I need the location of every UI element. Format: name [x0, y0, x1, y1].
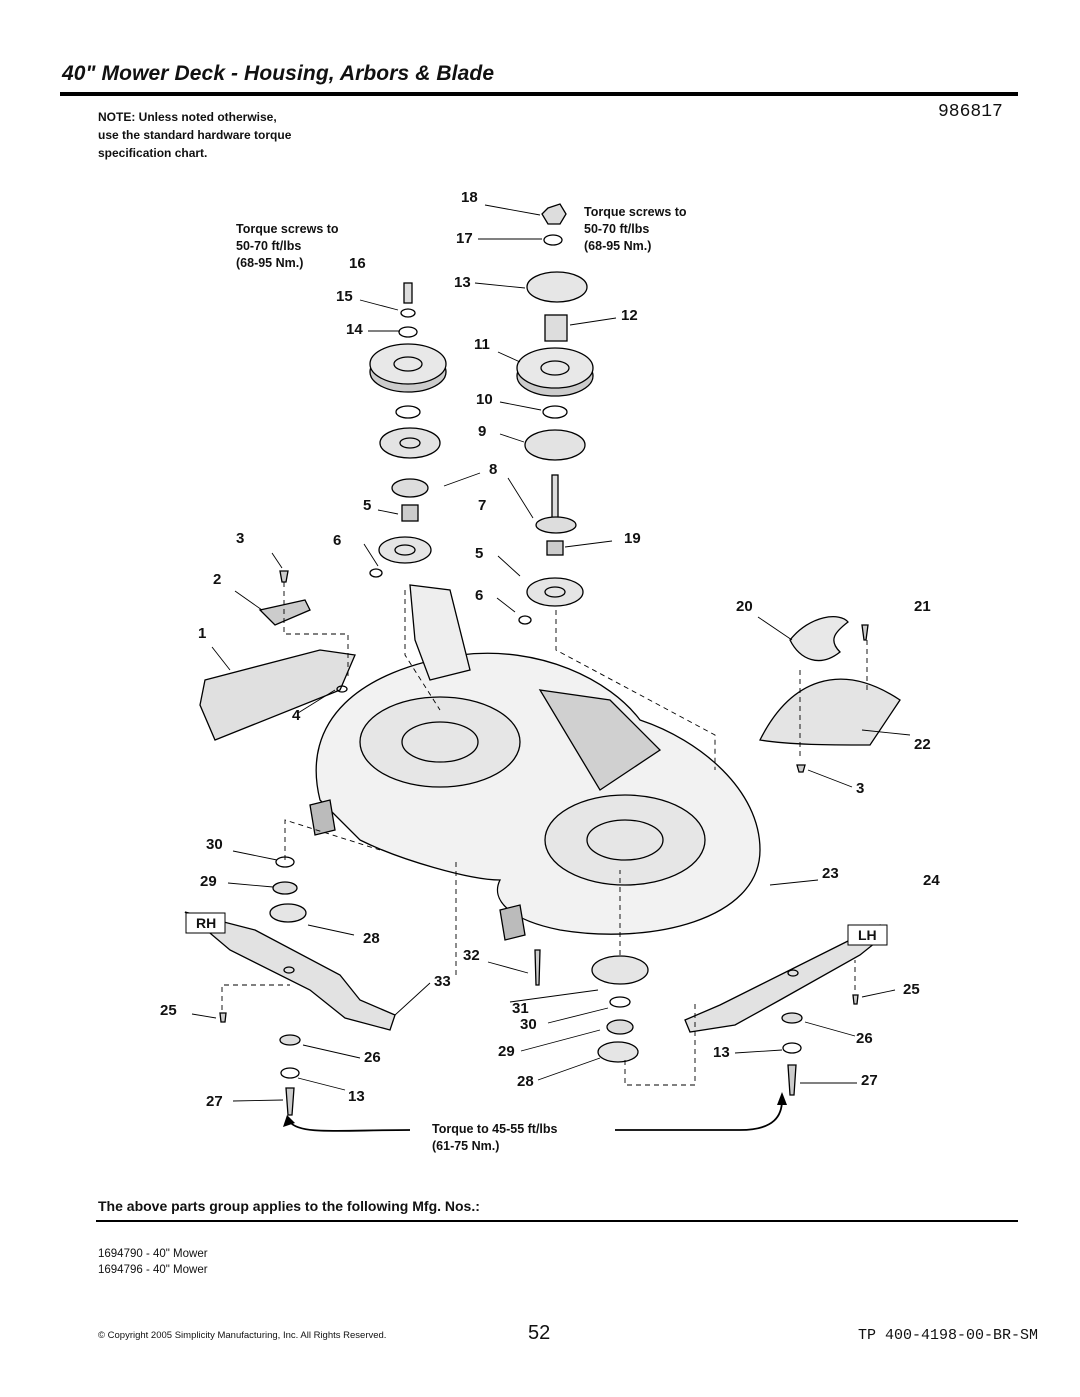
copyright: © Copyright 2005 Simplicity Manufacturin…	[98, 1330, 387, 1341]
deck-spindle-left	[359, 696, 521, 788]
torque-line: 50-70 ft/lbs	[584, 222, 650, 236]
callout-11: 11	[474, 336, 490, 353]
callout-9: 9	[478, 423, 487, 440]
applies-heading: The above parts group applies to the fol…	[98, 1198, 480, 1214]
callout-27: 27	[861, 1072, 878, 1089]
callout-14: 14	[346, 321, 363, 338]
callout-26: 26	[856, 1030, 873, 1047]
belt-bracket	[409, 584, 471, 681]
callout-25: 25	[160, 1002, 177, 1019]
torque-line: (61-75 Nm.)	[432, 1139, 500, 1153]
blade-adapter-rh	[269, 903, 307, 923]
callout-4: 4	[292, 707, 301, 724]
callout-3: 3	[236, 530, 245, 547]
callout-24: 24	[923, 872, 940, 889]
callout-2: 2	[213, 571, 222, 588]
callout-20: 20	[736, 598, 753, 615]
bearing-housing-left	[379, 427, 441, 459]
callout-13: 13	[348, 1088, 365, 1105]
lh-label: LH	[858, 927, 877, 943]
mfg-number: 1694796 - 40" Mower	[98, 1264, 208, 1276]
callout-7: 7	[478, 497, 487, 514]
callout-18: 18	[461, 189, 478, 206]
callout-10: 10	[476, 391, 493, 408]
doc-code: TP 400-4198-00-BR-SM	[858, 1327, 1039, 1344]
torque-line: Torque screws to	[236, 222, 339, 236]
callout-6: 6	[333, 532, 342, 549]
callout-13: 13	[454, 274, 471, 291]
rh-label: RH	[196, 915, 217, 931]
callout-5: 5	[475, 545, 484, 562]
callout-12: 12	[621, 307, 638, 324]
callout-28: 28	[363, 930, 380, 947]
callout-16: 16	[349, 255, 366, 272]
torque-note-right: Torque screws to 50-70 ft/lbs (68-95 Nm.…	[584, 204, 687, 255]
blade-rh	[184, 911, 396, 1031]
torque-line: Torque to 45-55 ft/lbs	[432, 1122, 558, 1136]
mfg-number: 1694790 - 40" Mower	[98, 1248, 208, 1260]
note-line: use the standard hardware torque	[98, 128, 292, 142]
page-title: 40" Mower Deck - Housing, Arbors & Blade	[62, 62, 495, 85]
callout-19: 19	[624, 530, 641, 547]
callout-15: 15	[336, 288, 353, 305]
torque-note-left: Torque screws to 50-70 ft/lbs (68-95 Nm.…	[236, 221, 339, 272]
footer-rule	[96, 1220, 1018, 1222]
deck-housing	[315, 652, 761, 935]
callout-32: 32	[463, 947, 480, 964]
callout-8: 8	[489, 461, 498, 478]
callout-33: 33	[434, 973, 451, 990]
callout-13: 13	[713, 1044, 730, 1061]
callout-29: 29	[200, 873, 217, 890]
callout-30: 30	[520, 1016, 537, 1033]
deck-spindle-right	[544, 794, 706, 886]
callout-17: 17	[456, 230, 473, 247]
callout-3: 3	[856, 780, 865, 797]
callout-31: 31	[512, 1000, 529, 1017]
torque-line: (68-95 Nm.)	[236, 256, 304, 270]
bearing-housing-right	[524, 429, 586, 461]
belt-shield	[199, 649, 356, 741]
callout-23: 23	[822, 865, 839, 882]
callout-27: 27	[206, 1093, 223, 1110]
torque-note: NOTE: Unless noted otherwise, use the st…	[98, 108, 358, 162]
callout-6: 6	[475, 587, 484, 604]
callout-25: 25	[903, 981, 920, 998]
part-number: 986817	[938, 102, 1003, 122]
torque-line: (68-95 Nm.)	[584, 239, 652, 253]
callout-28: 28	[517, 1073, 534, 1090]
callout-30: 30	[206, 836, 223, 853]
callout-26: 26	[364, 1049, 381, 1066]
callout-22: 22	[914, 736, 931, 753]
torque-note-blade: Torque to 45-55 ft/lbs (61-75 Nm.)	[432, 1121, 557, 1155]
callout-21: 21	[914, 598, 931, 615]
note-line: NOTE: Unless noted otherwise,	[98, 110, 277, 124]
callout-1: 1	[198, 625, 207, 642]
callout-29: 29	[498, 1043, 515, 1060]
callout-5: 5	[363, 497, 372, 514]
title-rule	[60, 92, 1018, 96]
torque-line: Torque screws to	[584, 205, 687, 219]
torque-line: 50-70 ft/lbs	[236, 239, 302, 253]
page-number: 52	[528, 1322, 551, 1344]
mower-cover	[759, 678, 901, 746]
pulley-top-right	[526, 271, 588, 303]
note-line: specification chart.	[98, 146, 208, 160]
